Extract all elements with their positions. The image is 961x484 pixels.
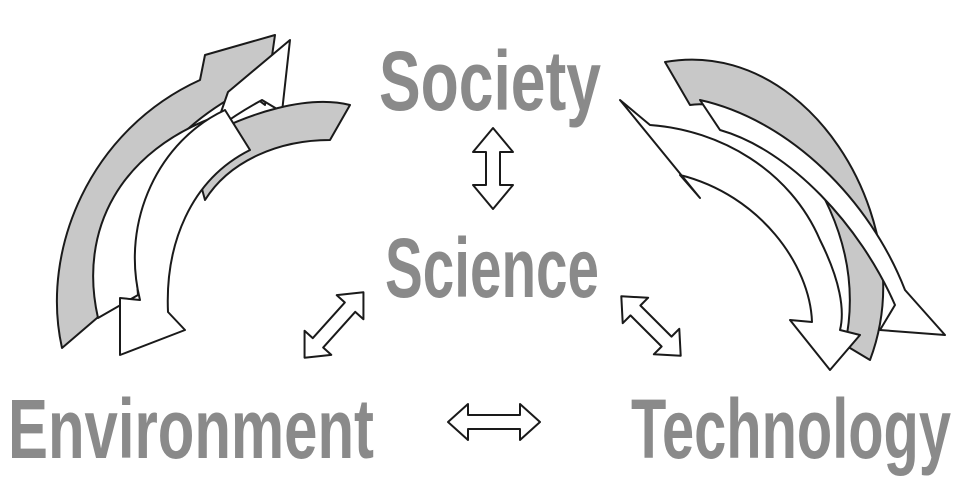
right-white-curved-arrow-large-icon (699, 99, 946, 336)
environment-technology-double-arrow-icon (447, 403, 541, 441)
science-environment-double-arrow-icon (303, 291, 365, 359)
left-white-curved-arrow-down-icon (119, 109, 251, 356)
node-environment: Environment (8, 382, 374, 476)
right-cycle-arrows (619, 58, 946, 371)
right-white-curved-arrow-icon (619, 99, 861, 371)
left-cycle-arrows (55, 34, 351, 356)
node-science: Science (385, 221, 599, 315)
science-technology-double-arrow-icon (620, 295, 682, 357)
node-society: Society (379, 34, 601, 128)
society-science-double-arrow-icon (472, 127, 514, 210)
node-technology: Technology (631, 382, 951, 476)
